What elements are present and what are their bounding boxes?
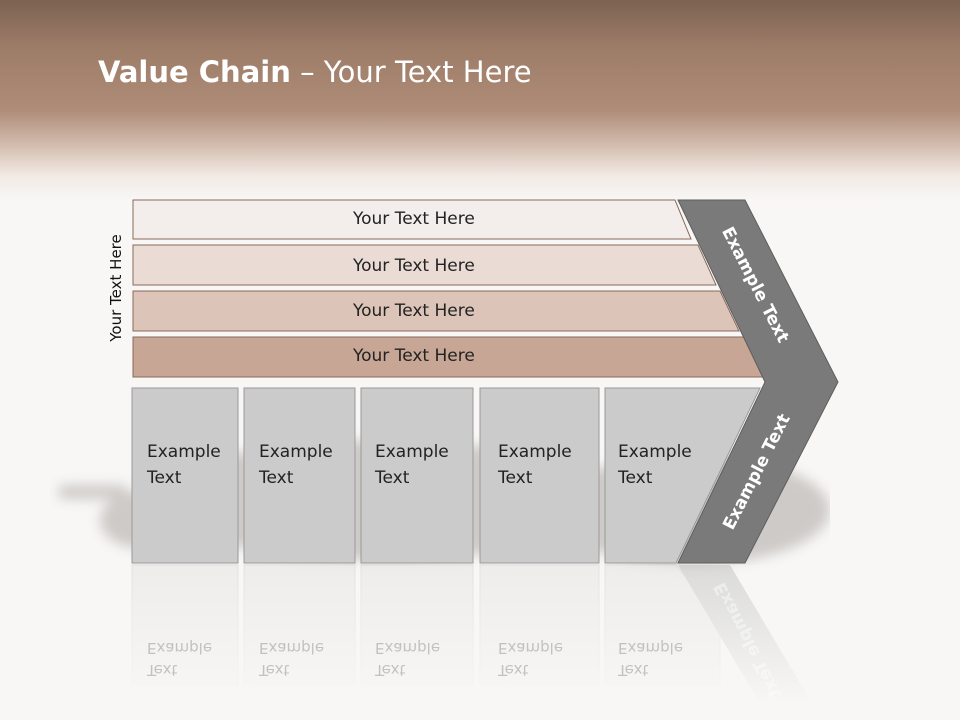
column-1-reflection-line2: Text xyxy=(147,661,178,679)
column-1-line2: Text xyxy=(147,468,182,488)
column-2-line2: Text xyxy=(259,468,294,488)
column-3-line1: Example xyxy=(375,442,449,462)
column-1 xyxy=(131,387,239,564)
column-3-reflection: Text Example xyxy=(375,637,440,681)
column-4-reflection: Text Example xyxy=(498,637,563,681)
column-1-line1: Example xyxy=(147,442,221,462)
column-2-reflection: Text Example xyxy=(259,637,324,681)
column-1-reflection-line1: Example xyxy=(147,639,213,657)
column-2 xyxy=(243,387,356,564)
column-3-reflection-line1: Example xyxy=(375,639,441,657)
column-5 xyxy=(604,387,761,564)
column-4 xyxy=(479,387,600,564)
column-4-reflection-line2: Text xyxy=(498,661,529,679)
column-3-line2: Text xyxy=(375,468,410,488)
chevron-arrow xyxy=(677,199,839,564)
column-5-line1: Example xyxy=(618,442,692,462)
column-2-line1: Example xyxy=(259,442,333,462)
column-5-reflection: Text Example xyxy=(618,637,683,681)
column-4-line1: Example xyxy=(498,442,572,462)
bar-2 xyxy=(132,244,717,286)
slide-title: Value Chain – Your Text Here xyxy=(98,55,532,89)
column-5-line2: Text xyxy=(618,468,653,488)
title-banner xyxy=(0,0,960,200)
column-4-line2: Text xyxy=(498,468,533,488)
column-1-reflection: Text Example xyxy=(147,637,212,681)
bar-2-label: Your Text Here xyxy=(353,256,475,276)
title-bold: Value Chain xyxy=(98,55,291,89)
column-3 xyxy=(360,387,474,564)
column-5-reflection-line1: Example xyxy=(618,639,684,657)
column-4-reflection-line1: Example xyxy=(498,639,564,657)
bar-4-label: Your Text Here xyxy=(353,346,475,366)
column-2-reflection-line1: Example xyxy=(259,639,325,657)
bar-3-label: Your Text Here xyxy=(353,301,475,321)
column-5-reflection-line2: Text xyxy=(618,661,649,679)
bar-3 xyxy=(132,290,740,332)
column-3-reflection-line2: Text xyxy=(375,661,406,679)
bar-1-label: Your Text Here xyxy=(353,209,475,229)
title-rest: – Your Text Here xyxy=(290,55,532,89)
column-2-reflection-line2: Text xyxy=(259,661,290,679)
bar-1 xyxy=(132,199,692,240)
